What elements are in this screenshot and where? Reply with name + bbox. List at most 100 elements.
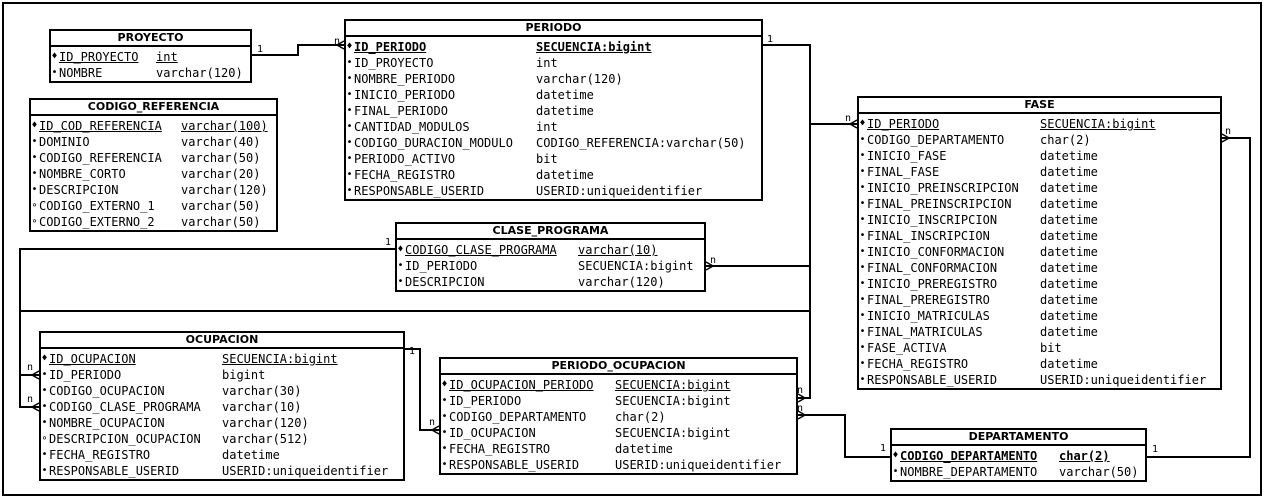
attribute-marker-icon: • [51,67,58,78]
attribute-type: bigint [222,368,266,382]
attribute-marker-icon: • [859,262,866,273]
attribute-name: FECHA_REGISTRO [354,168,456,182]
attribute-name: DOMINIO [39,135,90,149]
attribute-marker-icon: • [859,310,866,321]
attribute-name: NOMBRE_DEPARTAMENTO [900,465,1038,479]
attribute-type: char(2) [1040,133,1091,147]
attribute-type: datetime [615,442,673,456]
attribute-type: datetime [536,168,594,182]
attribute-name: DESCRIPCION_OCUPACION [49,432,201,446]
entity-title: PERIODO [346,21,761,37]
attribute-marker-icon: • [441,459,448,470]
crows-foot-icon [30,370,40,380]
cardinality-many-label: n [27,362,33,373]
cardinality-one-label: 1 [1152,444,1158,455]
attribute-type: datetime [222,448,280,462]
crows-foot-icon [30,402,40,412]
attribute-type: datetime [1040,149,1098,163]
attribute-type: datetime [1040,261,1098,275]
attribute-row: •FECHA_REGISTRO datetime [346,167,761,183]
attribute-type: datetime [536,88,594,102]
attribute-name: INICIO_PREINSCRIPCION [867,181,1019,195]
attribute-marker-icon: • [31,168,38,179]
key-marker-icon: ♦ [892,450,899,461]
key-marker-icon: ♦ [859,118,866,129]
attribute-marker-icon: • [441,411,448,422]
attribute-name: FECHA_REGISTRO [449,442,551,456]
attribute-type: SECUENCIA:bigint [222,352,338,366]
cardinality-one-label: 1 [767,34,773,45]
key-marker-icon: ♦ [346,41,353,52]
cardinality-many-label: n [797,403,803,414]
attribute-type: varchar(120) [222,416,309,430]
attribute-name: FINAL_PREINSCRIPCION [867,197,1012,211]
attribute-name: ID_COD_REFERENCIA [39,119,162,133]
attribute-type: SECUENCIA:bigint [615,426,731,440]
attribute-name: CODIGO_CLASE_PROGRAMA [49,400,201,414]
attribute-name: INICIO_FASE [867,149,947,163]
attribute-type: char(2) [615,410,666,424]
attribute-type: int [536,120,558,134]
key-marker-icon: ♦ [31,120,38,131]
attribute-type: int [536,56,558,70]
attribute-marker-icon: • [346,169,353,180]
attribute-type: datetime [1040,213,1098,227]
attribute-type: datetime [1040,245,1098,259]
attribute-type: USERID:uniqueidentifier [536,184,703,198]
crows-foot-icon [797,410,807,420]
attribute-type: varchar(50) [1059,465,1139,479]
relationship-clase_programa-ocupacion [19,248,395,408]
attribute-marker-icon: • [859,326,866,337]
attribute-name: FINAL_PREREGISTRO [867,293,990,307]
attribute-type: SECUENCIA:bigint [615,378,731,392]
key-marker-icon: ♦ [397,244,404,255]
attribute-marker-icon: • [31,184,38,195]
crows-foot-icon [1221,133,1231,143]
attribute-type: SECUENCIA:bigint [578,259,694,273]
key-marker-icon: ♦ [441,379,448,390]
attribute-name: CODIGO_CLASE_PROGRAMA [405,243,557,257]
attribute-name: CODIGO_DEPARTAMENTO [449,410,587,424]
attribute-type: varchar(10) [578,243,658,257]
attribute-marker-icon: • [41,465,48,476]
entity-title: FASE [859,98,1220,114]
attribute-name: INICIO_MATRICULAS [867,309,990,323]
cardinality-many-label: n [429,417,435,428]
attribute-marker-icon: • [41,401,48,412]
attribute-marker-icon: • [346,185,353,196]
attribute-type: varchar(50) [181,215,261,229]
attribute-name: NOMBRE_CORTO [39,167,126,181]
attribute-marker-icon: • [859,374,866,385]
attribute-type: varchar(120) [181,183,268,197]
attribute-marker-icon: • [346,57,353,68]
